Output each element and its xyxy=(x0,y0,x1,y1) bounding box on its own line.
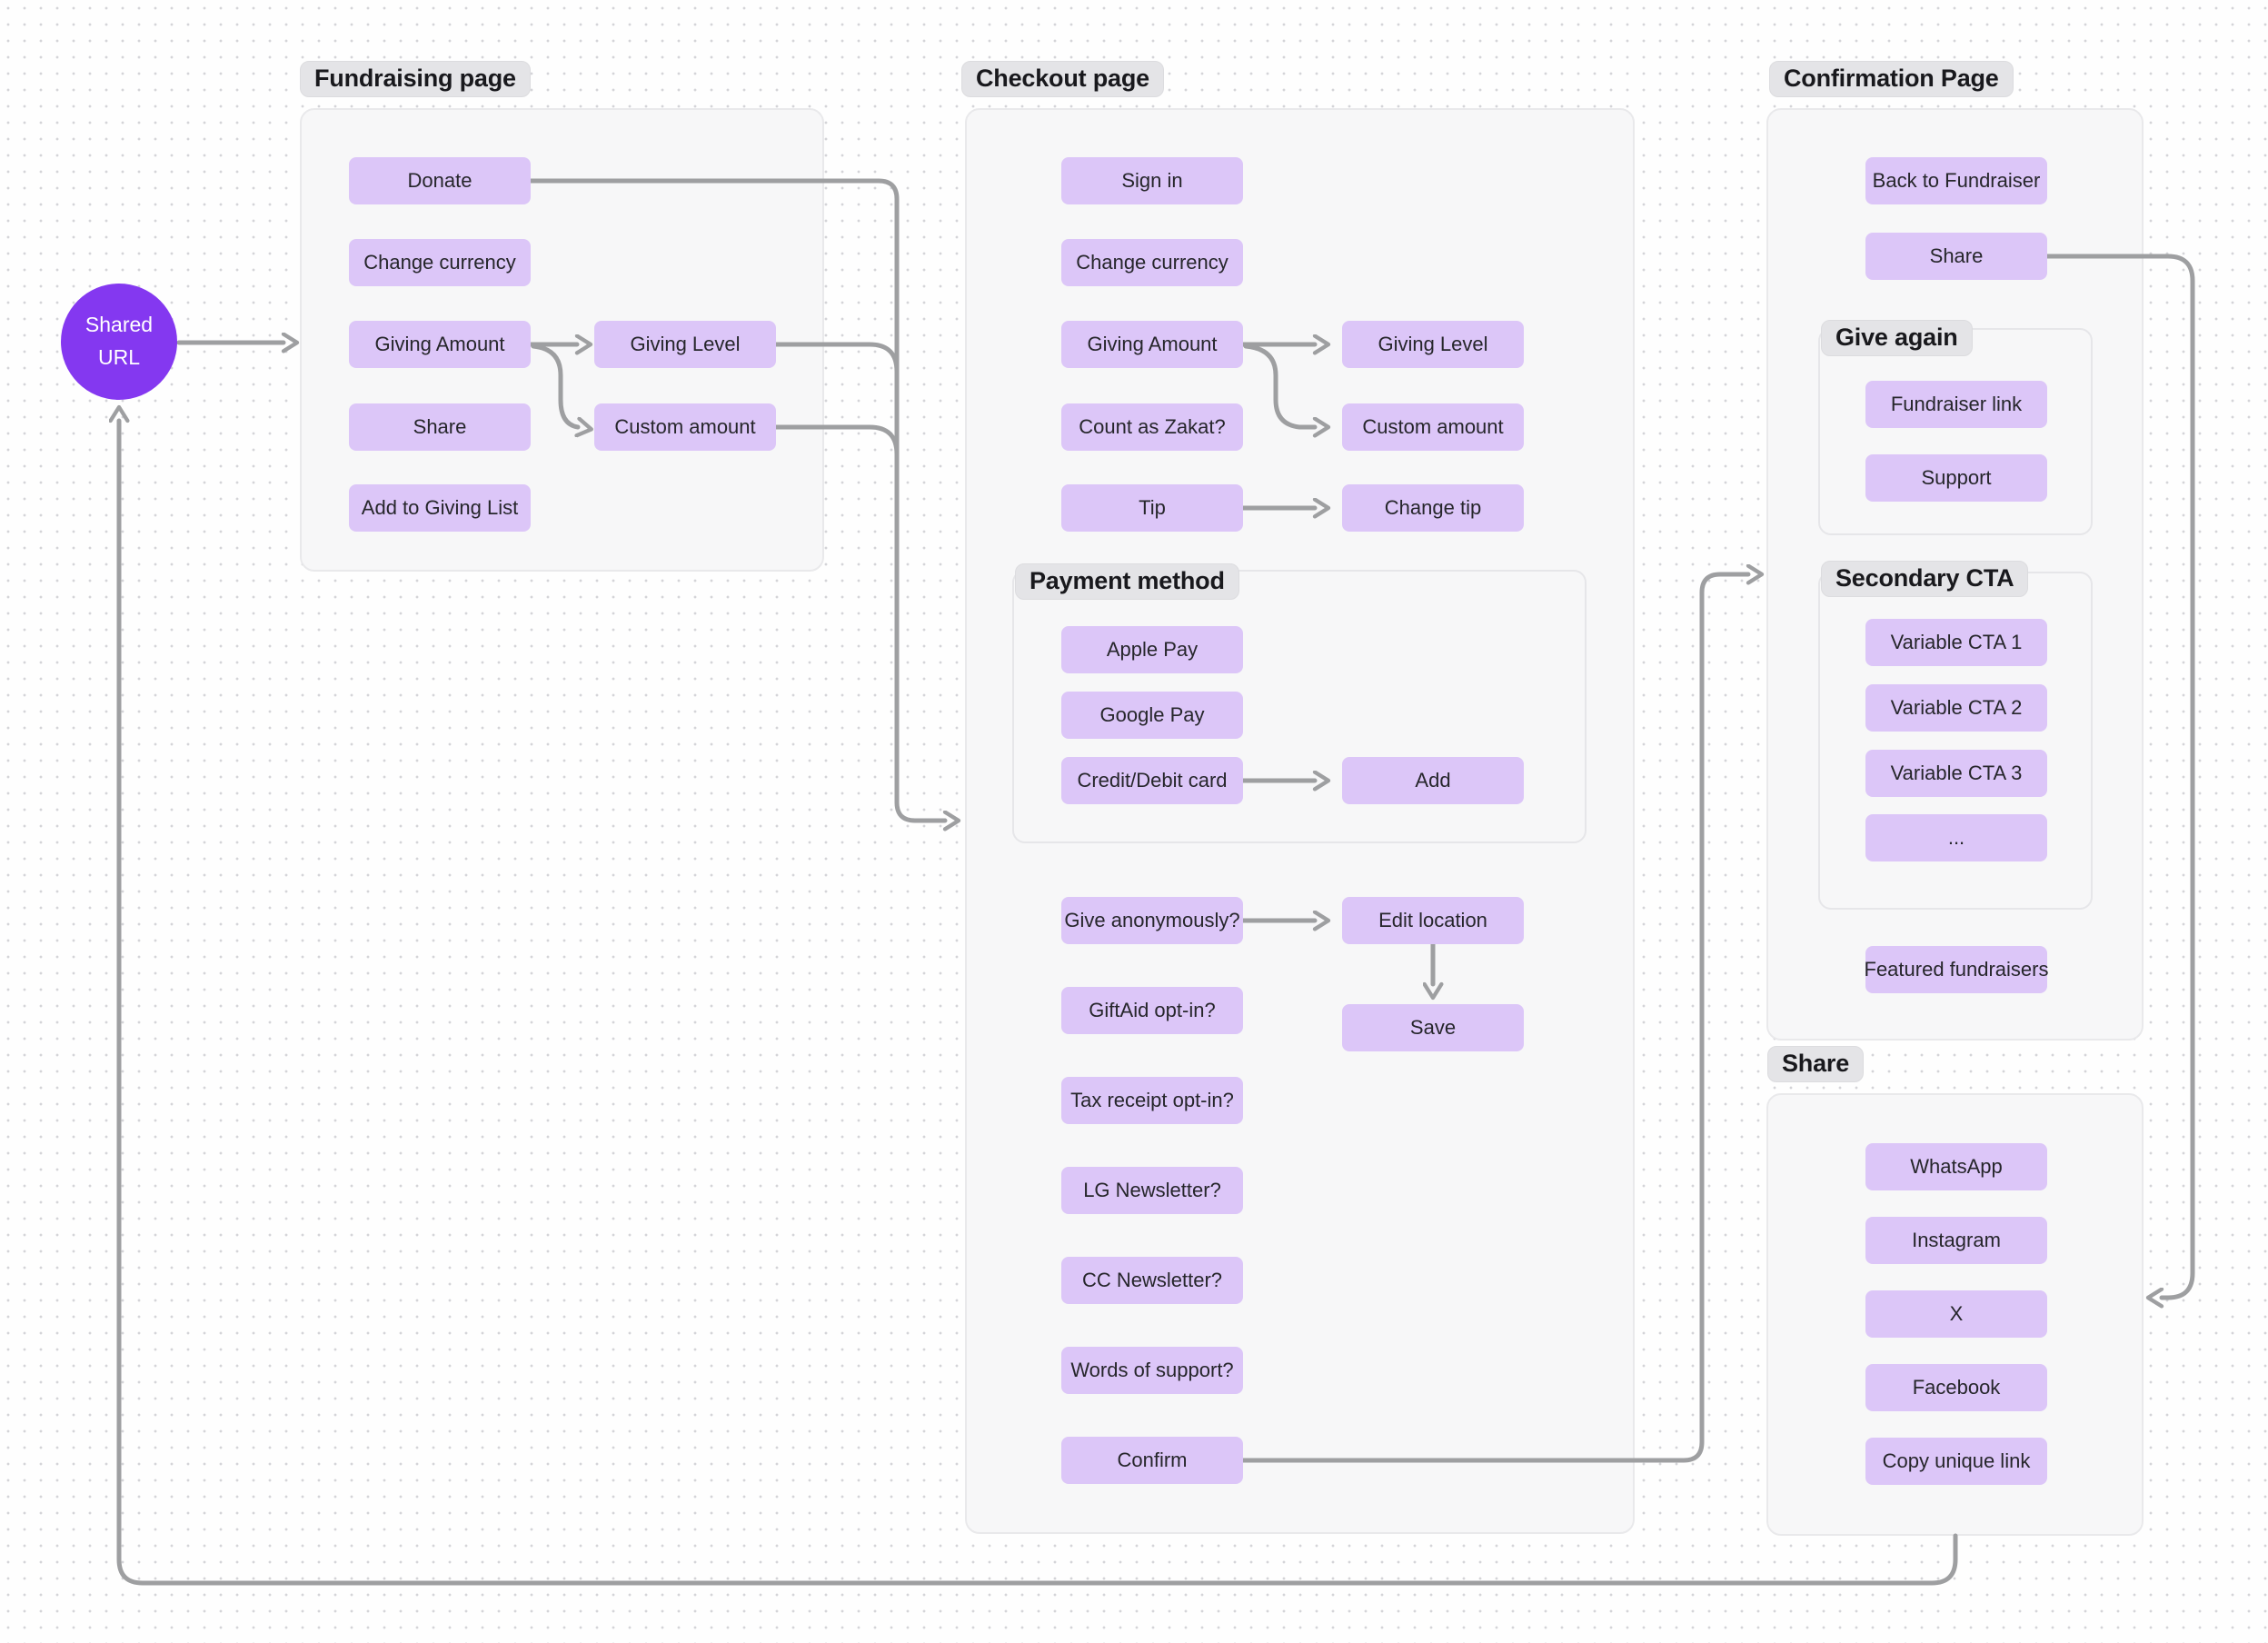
edge-donate-to-checkout[interactable] xyxy=(528,178,945,821)
share-section-title[interactable]: Share xyxy=(1767,1046,1865,1082)
node-change-currency[interactable]: Change currency xyxy=(349,239,531,286)
node-checkout-change-currency[interactable]: Change currency xyxy=(1061,239,1243,286)
give-again-title[interactable]: Give again xyxy=(1821,320,1973,356)
node-back-to-fundraiser[interactable]: Back to Fundraiser xyxy=(1865,157,2047,204)
shared-url-node[interactable]: Shared URL xyxy=(61,284,177,400)
node-apple-pay[interactable]: Apple Pay xyxy=(1061,626,1243,673)
node-copy-unique-link[interactable]: Copy unique link xyxy=(1865,1438,2047,1485)
shared-url-line1: Shared xyxy=(85,313,154,337)
node-confirmation-share[interactable]: Share xyxy=(1865,233,2047,280)
node-x[interactable]: X xyxy=(1865,1290,2047,1338)
node-checkout-custom-amount[interactable]: Custom amount xyxy=(1342,403,1524,451)
edge-givinglevel-merge[interactable] xyxy=(773,342,900,374)
payment-method-title[interactable]: Payment method xyxy=(1015,563,1239,600)
node-checkout-giving-level[interactable]: Giving Level xyxy=(1342,321,1524,368)
node-share[interactable]: Share xyxy=(349,403,531,451)
shared-url-line2: URL xyxy=(97,345,140,369)
node-checkout-giving-amount[interactable]: Giving Amount xyxy=(1061,321,1243,368)
node-variable-cta-1[interactable]: Variable CTA 1 xyxy=(1865,619,2047,666)
node-featured-fundraisers[interactable]: Featured fundraisers xyxy=(1865,946,2049,993)
node-whatsapp[interactable]: WhatsApp xyxy=(1865,1143,2047,1190)
node-sign-in[interactable]: Sign in xyxy=(1061,157,1243,204)
node-count-as-zakat[interactable]: Count as Zakat? xyxy=(1061,403,1243,451)
edge-sharesection-to-sharedurl-loop[interactable] xyxy=(119,421,1958,1586)
node-giving-level[interactable]: Giving Level xyxy=(594,321,776,368)
secondary-cta-title[interactable]: Secondary CTA xyxy=(1821,561,2029,597)
node-tax-receipt-opt-in[interactable]: Tax receipt opt-in? xyxy=(1061,1077,1243,1124)
node-donate[interactable]: Donate xyxy=(349,157,531,204)
confirmation-section-title[interactable]: Confirmation Page xyxy=(1769,61,2014,97)
node-giving-amount[interactable]: Giving Amount xyxy=(349,321,531,368)
node-tip[interactable]: Tip xyxy=(1061,484,1243,532)
node-facebook[interactable]: Facebook xyxy=(1865,1364,2047,1411)
edge-share-to-sharesection[interactable] xyxy=(2044,254,2195,1298)
node-words-of-support[interactable]: Words of support? xyxy=(1061,1347,1243,1394)
node-change-tip[interactable]: Change tip xyxy=(1342,484,1524,532)
node-variable-cta-3[interactable]: Variable CTA 3 xyxy=(1865,750,2047,797)
node-google-pay[interactable]: Google Pay xyxy=(1061,692,1243,739)
node-edit-location[interactable]: Edit location xyxy=(1342,897,1524,944)
node-custom-amount[interactable]: Custom amount xyxy=(594,403,776,451)
fundraising-section-title[interactable]: Fundraising page xyxy=(300,61,531,97)
node-variable-cta-2[interactable]: Variable CTA 2 xyxy=(1865,684,2047,732)
node-giftaid-opt-in[interactable]: GiftAid opt-in? xyxy=(1061,987,1243,1034)
checkout-section-title[interactable]: Checkout page xyxy=(961,61,1164,97)
node-lg-newsletter[interactable]: LG Newsletter? xyxy=(1061,1167,1243,1214)
node-credit-debit-card[interactable]: Credit/Debit card xyxy=(1061,757,1243,804)
edge-checkout-givingamount-to-customamount[interactable] xyxy=(1243,344,1315,427)
node-save[interactable]: Save xyxy=(1342,1004,1524,1051)
node-confirm[interactable]: Confirm xyxy=(1061,1437,1243,1484)
node-give-anonymously[interactable]: Give anonymously? xyxy=(1061,897,1243,944)
node-add-to-giving-list[interactable]: Add to Giving List xyxy=(349,484,531,532)
give-again-container[interactable] xyxy=(1818,328,2093,535)
node-instagram[interactable]: Instagram xyxy=(1865,1217,2047,1264)
edge-customamount-merge[interactable] xyxy=(773,424,900,457)
node-add[interactable]: Add xyxy=(1342,757,1524,804)
edge-confirm-to-confirmation[interactable] xyxy=(1240,574,1748,1463)
node-fundraiser-link[interactable]: Fundraiser link xyxy=(1865,381,2047,428)
node-variable-cta-more[interactable]: ... xyxy=(1865,814,2047,861)
edge-givingamount-to-customamount[interactable] xyxy=(531,344,578,427)
node-support[interactable]: Support xyxy=(1865,454,2047,502)
node-cc-newsletter[interactable]: CC Newsletter? xyxy=(1061,1257,1243,1304)
